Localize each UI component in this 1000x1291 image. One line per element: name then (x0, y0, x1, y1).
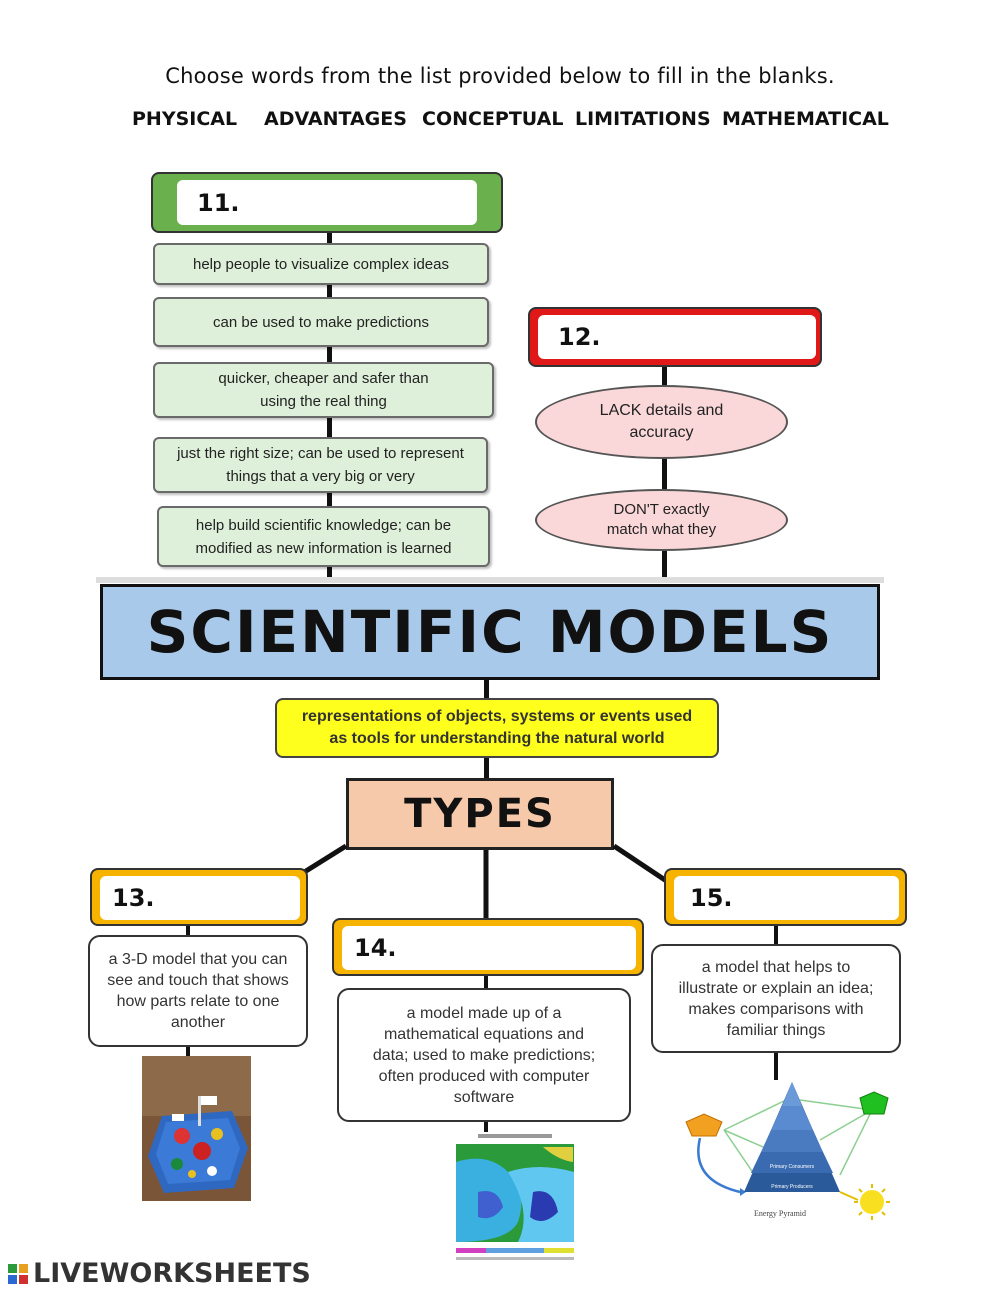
instructions-text: Choose words from the list provided belo… (165, 64, 835, 88)
blank-14-input[interactable]: 14. (342, 926, 636, 970)
title-shadow (96, 577, 884, 583)
advantage-item: help people to visualize complex ideas (153, 243, 489, 285)
word-bank-conceptual: CONCEPTUAL (422, 108, 564, 130)
ocean-model-map-image (448, 1132, 582, 1268)
advantage-item: help build scientific knowledge; can be … (157, 506, 490, 567)
page-title: SCIENTIFIC MODELS (100, 584, 880, 680)
connector-line (484, 680, 489, 700)
blank-13-frame: 13. (90, 868, 308, 926)
connector-line (612, 843, 670, 885)
word-bank-physical: PHYSICAL (132, 108, 238, 130)
advantage-item: quicker, cheaper and safer than using th… (153, 362, 494, 418)
pyramid-caption: Energy Pyramid (754, 1209, 806, 1218)
word-bank-limitations: LIMITATIONS (575, 108, 711, 130)
connector-line (662, 362, 667, 580)
blank-15-frame: 15. (664, 868, 907, 926)
physical-description: a 3-D model that you can see and touch t… (88, 935, 308, 1047)
blank-15-input[interactable]: 15. (674, 876, 899, 920)
blank-14-frame: 14. (332, 918, 644, 976)
advantage-item: can be used to make predictions (153, 297, 489, 347)
liveworksheets-logo-icon (8, 1263, 28, 1284)
blank-11-input[interactable]: 11. (177, 180, 477, 225)
blank-12-frame: 12. (528, 307, 822, 367)
energy-pyramid-image: Primary Consumers Primary Producers Ener… (680, 1080, 902, 1230)
brand-name: LIVEWORKSHEETS (33, 1258, 311, 1289)
conceptual-description: a model that helps to illustrate or expl… (651, 944, 901, 1053)
connector-line (484, 758, 489, 778)
blank-11-frame: 11. (151, 172, 503, 233)
liveworksheets-logo: LIVEWORKSHEETS (8, 1258, 311, 1289)
blank-13-input[interactable]: 13. (100, 876, 300, 920)
mathematical-description: a model made up of a mathematical equati… (337, 988, 631, 1122)
types-heading: TYPES (346, 778, 614, 850)
blank-12-input[interactable]: 12. (538, 315, 816, 359)
word-bank-mathematical: MATHEMATICAL (722, 108, 889, 130)
advantage-item: just the right size; can be used to repr… (153, 437, 488, 493)
word-bank-advantages: ADVANTAGES (264, 108, 407, 130)
cell-model-image (142, 1056, 251, 1201)
limitation-item: LACK details and accuracy (535, 385, 788, 459)
definition-box: representations of objects, systems or e… (275, 698, 719, 758)
pyramid-level-label: Primary Producers (771, 1184, 813, 1190)
pyramid-level-label: Primary Consumers (770, 1164, 815, 1170)
limitation-item: DON'T exactly match what they (535, 489, 788, 551)
